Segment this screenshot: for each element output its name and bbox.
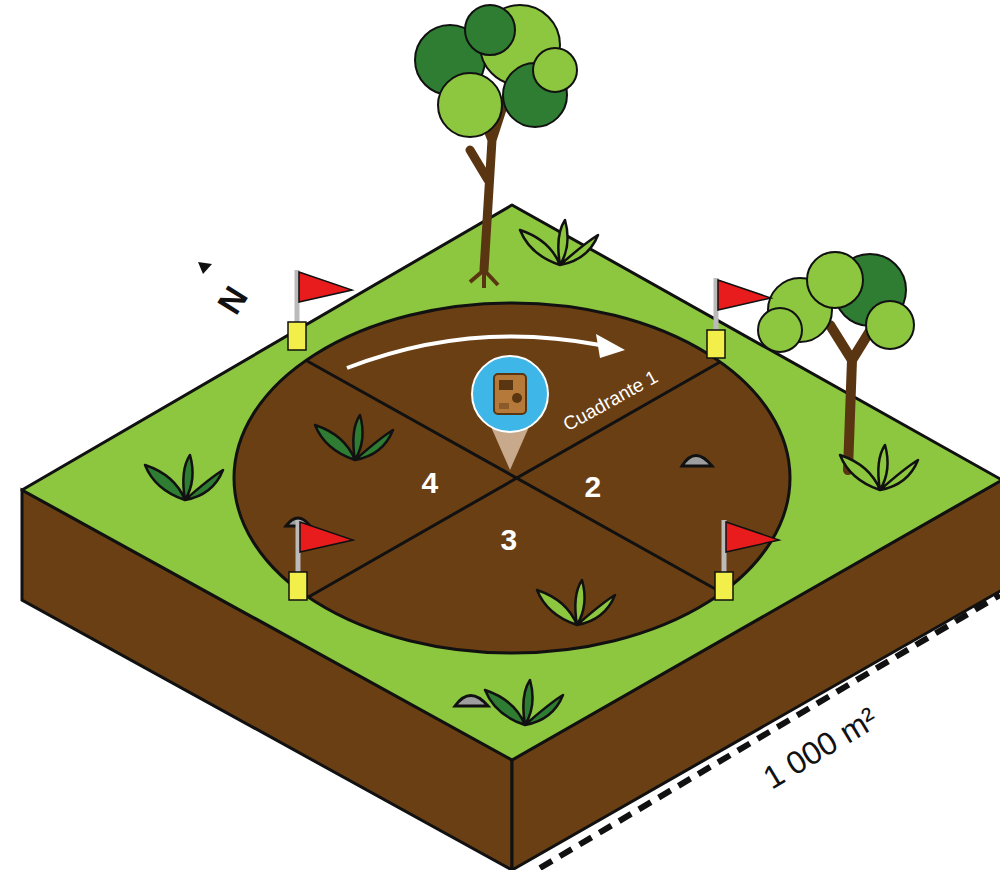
flag-marker: [715, 520, 779, 600]
flag-marker: [289, 520, 353, 600]
arrow-head: [596, 334, 625, 358]
quadrant-lines: [298, 357, 735, 603]
plant: [315, 415, 393, 460]
tree: [415, 5, 577, 288]
direction-arrow: [347, 336, 600, 368]
plant: [520, 220, 598, 265]
rock: [455, 696, 488, 707]
ground-top: [22, 205, 1000, 760]
north-label: N: [211, 281, 253, 320]
flag-marker: [707, 278, 771, 358]
flag-marker: [288, 270, 352, 350]
plant: [485, 680, 563, 725]
quadrant-number: 2: [585, 472, 602, 502]
plant: [145, 455, 223, 500]
quadrant-number: 3: [501, 525, 518, 555]
sample-circle: [234, 303, 790, 653]
quadrant-number: 4: [422, 468, 439, 498]
plant: [537, 580, 615, 625]
rock: [682, 456, 712, 467]
plant: [840, 445, 918, 490]
camera-trap-pin: [472, 356, 548, 470]
north-arrow: [198, 262, 212, 274]
